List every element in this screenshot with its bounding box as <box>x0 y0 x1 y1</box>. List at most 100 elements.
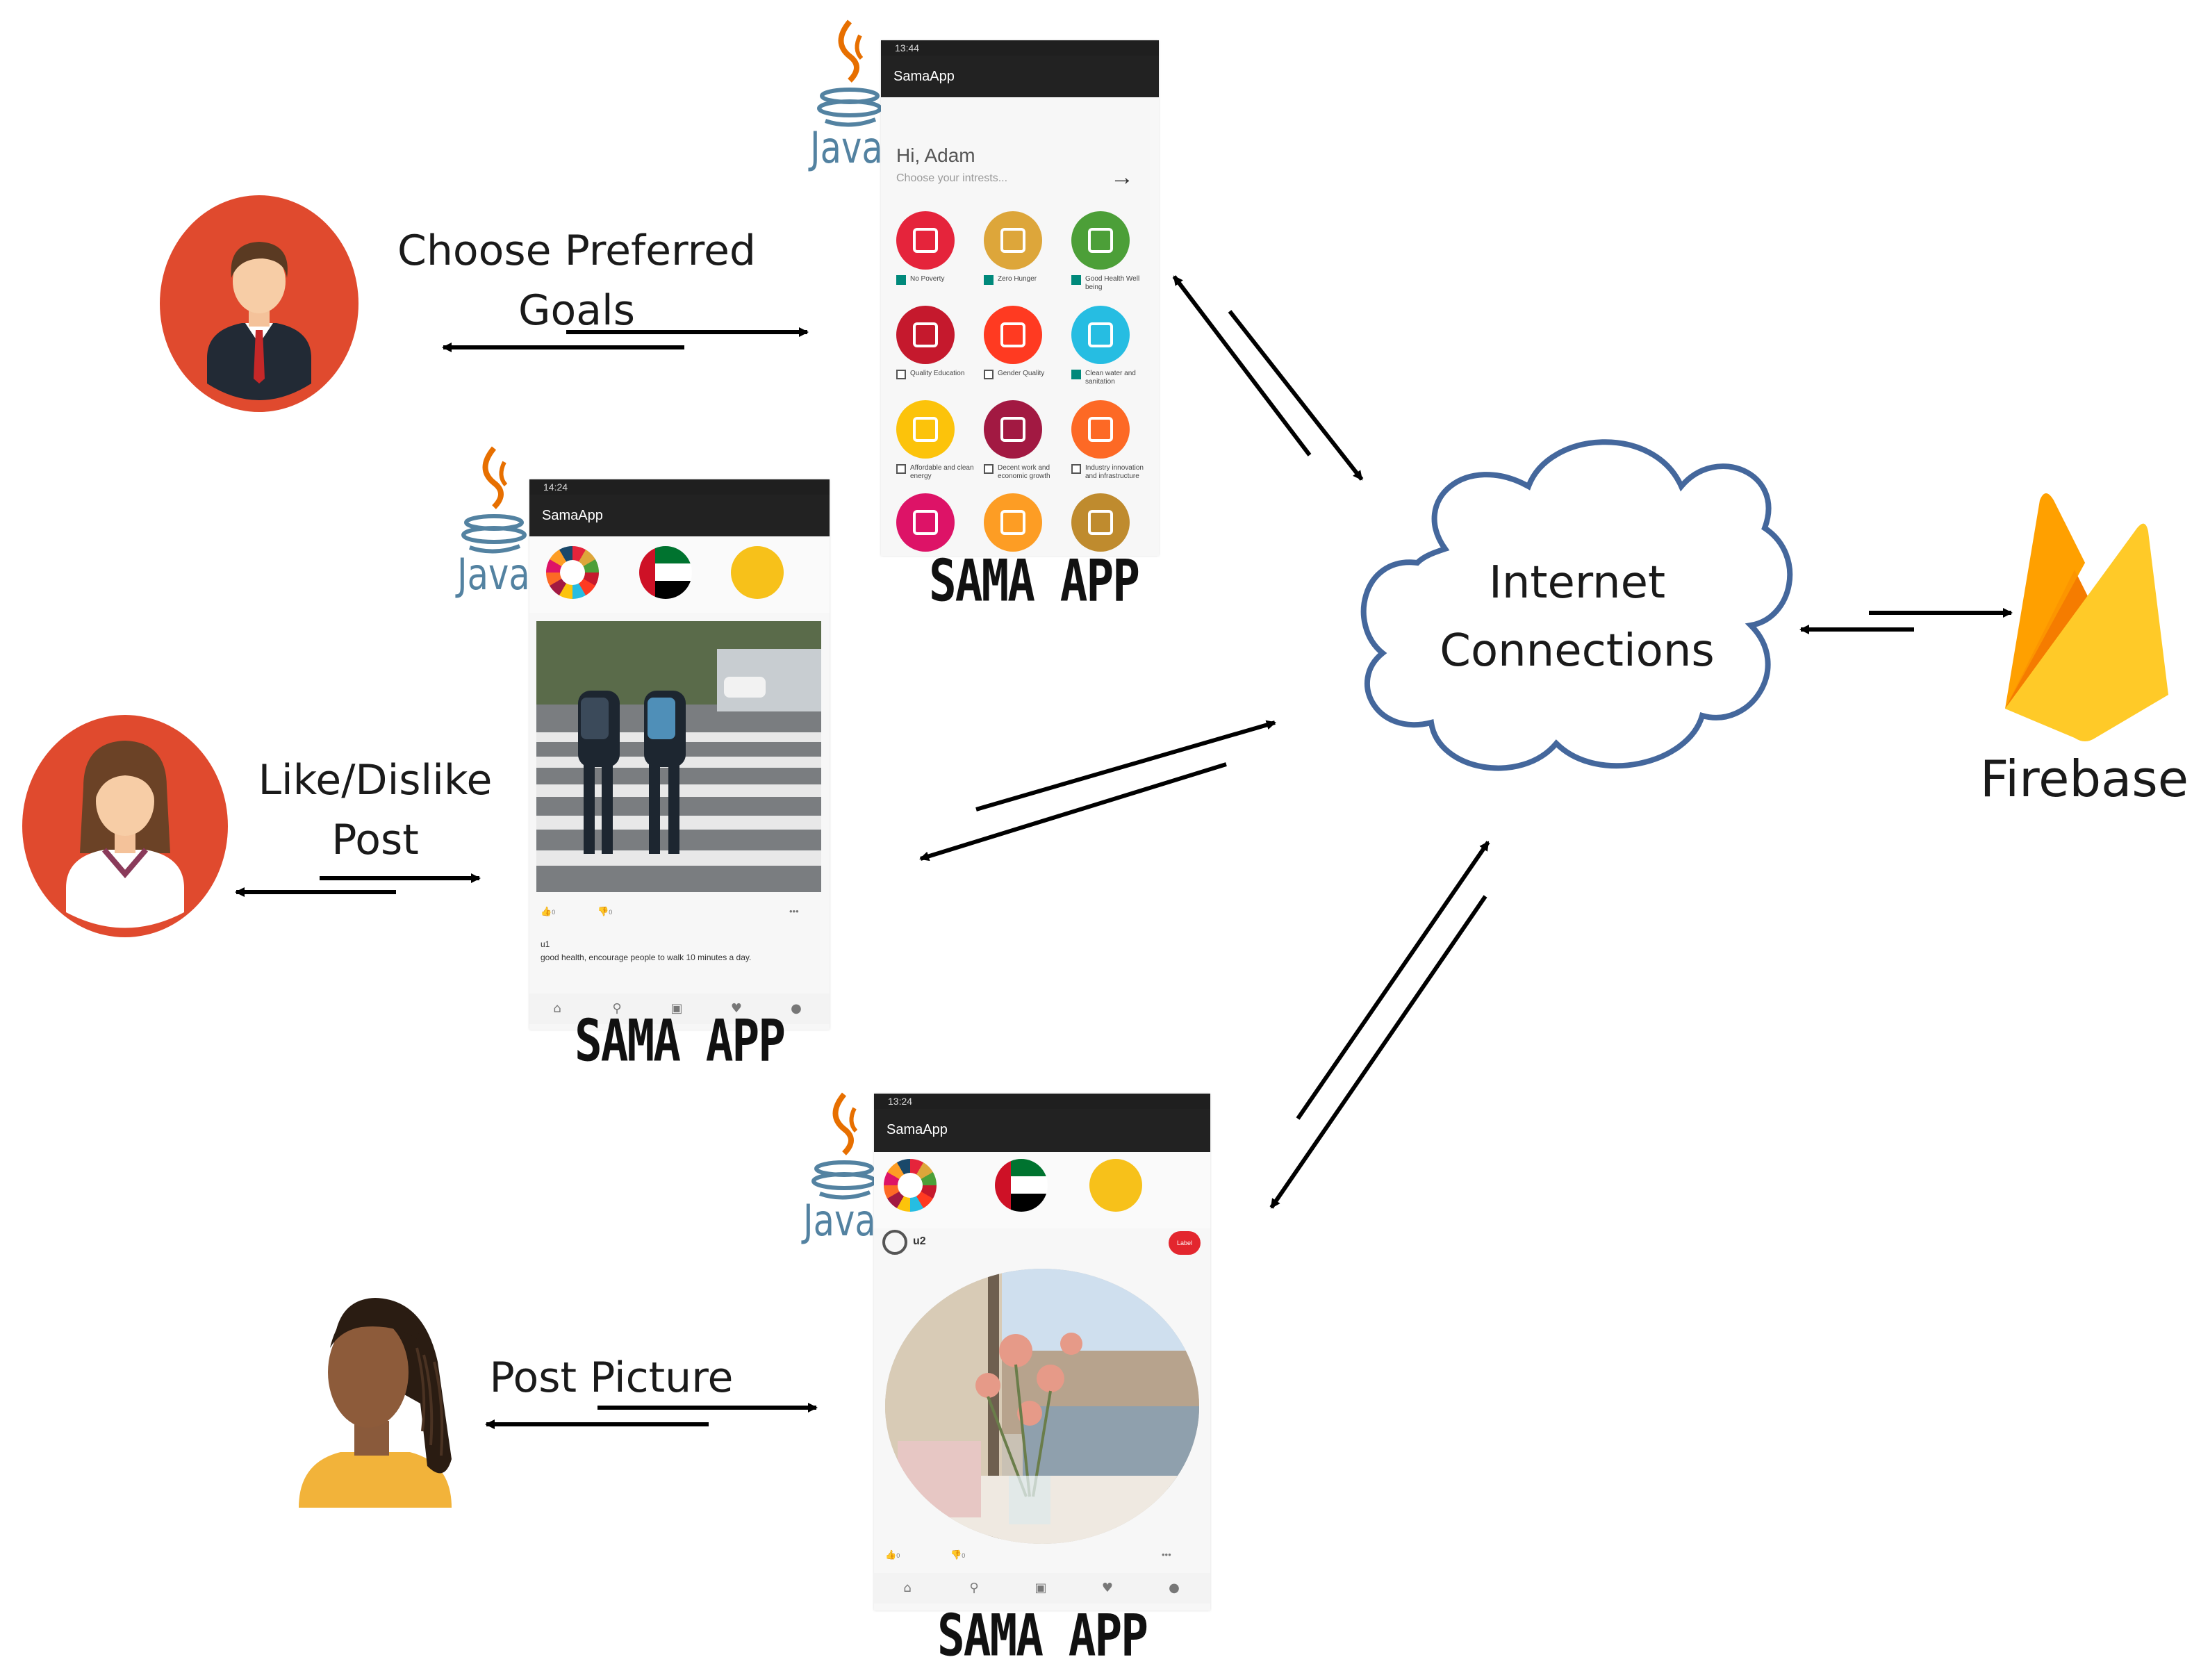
goal-label: Gender Quality <box>998 370 1045 377</box>
ranking-tab-icon[interactable] <box>731 546 784 599</box>
arrow-pair-like <box>235 873 481 897</box>
cloud-shape <box>1360 439 1793 771</box>
arrow-right-icon[interactable]: → <box>1110 164 1134 190</box>
home-icon[interactable]: ⌂ <box>903 1581 912 1595</box>
goal-checkbox[interactable] <box>984 370 994 379</box>
app-toolbar: SamaApp <box>529 495 830 536</box>
goal-checkbox[interactable] <box>984 464 994 474</box>
interest-prompt: Choose your intrests... <box>896 172 1008 184</box>
user-man-avatar <box>160 195 358 412</box>
goal-icon[interactable] <box>1071 211 1130 270</box>
status-bar: 13:44 <box>881 40 1159 56</box>
post-picture-label: Post Picture <box>489 1353 734 1402</box>
phone-goals-screen: 13:44 SamaApp Hi, Adam Choose your intre… <box>881 40 1159 556</box>
cloud-label: Internet Connections <box>1440 557 1715 677</box>
goal-checkbox[interactable] <box>1071 370 1081 379</box>
search-icon[interactable]: ⚲ <box>612 1001 622 1016</box>
more-options-icon[interactable]: ••• <box>789 906 799 916</box>
goal-label: Quality Education <box>910 370 965 377</box>
search-icon[interactable]: ⚲ <box>969 1581 979 1595</box>
goal-glyph <box>913 322 938 347</box>
category-tabs <box>529 536 830 613</box>
app-toolbar: SamaApp <box>874 1109 1210 1152</box>
goal-glyph <box>1000 417 1025 442</box>
greeting: Hi, Adam <box>896 145 975 166</box>
post-badge: Label <box>1169 1231 1201 1255</box>
app-title: SamaApp <box>542 508 603 523</box>
goal-glyph <box>1088 322 1113 347</box>
sama-app-label-picture: SAMA APP <box>937 1602 1148 1670</box>
home-icon[interactable]: ⌂ <box>553 1001 561 1016</box>
post-photo-flowers <box>885 1269 1199 1544</box>
goal-label: Clean water and sanitation <box>1085 370 1136 386</box>
app-toolbar: SamaApp <box>881 56 1159 97</box>
goal-checkbox[interactable] <box>896 275 906 285</box>
like-icon[interactable]: 👍0 <box>541 906 556 916</box>
goal-checkbox[interactable] <box>896 464 906 474</box>
goal-icon[interactable] <box>984 493 1042 552</box>
goal-icon[interactable] <box>896 493 955 552</box>
add-post-icon[interactable]: ▣ <box>670 1001 683 1016</box>
post-username: u2 <box>913 1235 926 1247</box>
goal-glyph <box>1088 417 1113 442</box>
goal-icon[interactable] <box>896 306 955 364</box>
user-avatar-icon <box>882 1230 907 1255</box>
java-logo-goals: Java <box>810 18 888 178</box>
sama-app-label-goals: SAMA APP <box>929 547 1140 615</box>
app-title: SamaApp <box>893 69 955 84</box>
status-bar: 13:24 <box>874 1094 1210 1109</box>
arrow-pair-goals <box>442 327 809 352</box>
goal-label: Good Health Well being <box>1085 275 1140 291</box>
profile-icon[interactable]: ● <box>1169 1581 1180 1595</box>
add-post-icon[interactable]: ▣ <box>1034 1581 1047 1595</box>
goal-glyph <box>1000 510 1025 535</box>
sdg-wheel-tab-icon[interactable] <box>546 546 599 599</box>
post-photo-crosswalk <box>536 621 821 892</box>
goal-glyph <box>913 228 938 253</box>
goal-checkbox[interactable] <box>1071 275 1081 285</box>
goal-glyph <box>913 417 938 442</box>
uae-flag-tab-icon[interactable] <box>995 1159 1048 1212</box>
goal-icon[interactable] <box>1071 493 1130 552</box>
bottom-nav: ⌂ ⚲ ▣ ♥ ● <box>874 1573 1210 1604</box>
profile-icon[interactable]: ● <box>791 1001 802 1016</box>
like-icon[interactable]: 👍0 <box>885 1549 900 1560</box>
goal-icon[interactable] <box>984 211 1042 270</box>
dislike-icon[interactable]: 👎0 <box>950 1549 966 1560</box>
goal-label: Industry innovation and infrastructure <box>1085 464 1144 480</box>
uae-flag-tab-icon[interactable] <box>639 546 692 599</box>
goal-icon[interactable] <box>984 400 1042 459</box>
goal-glyph <box>1088 228 1113 253</box>
goal-checkbox[interactable] <box>896 370 906 379</box>
goal-glyph <box>1000 228 1025 253</box>
java-cup-icon <box>817 19 882 127</box>
choose-goals-label: Choose Preferred Goals <box>397 227 756 335</box>
heart-icon[interactable]: ♥ <box>730 1001 743 1016</box>
ranking-tab-icon[interactable] <box>1089 1159 1142 1212</box>
goal-icon[interactable] <box>1071 306 1130 364</box>
goal-glyph <box>1000 322 1025 347</box>
firebase-label: Firebase <box>1979 750 2189 808</box>
goal-icon[interactable] <box>1071 400 1130 459</box>
goal-label: Affordable and clean energy <box>910 464 974 480</box>
more-options-icon[interactable]: ••• <box>1162 1549 1171 1560</box>
arrow-pair-picture <box>485 1403 818 1429</box>
sdg-wheel-tab-icon[interactable] <box>884 1159 937 1212</box>
goal-icon[interactable] <box>896 211 955 270</box>
heart-icon[interactable]: ♥ <box>1101 1581 1114 1595</box>
java-cup-icon <box>461 446 527 554</box>
app-title: SamaApp <box>887 1122 948 1137</box>
goal-checkbox[interactable] <box>984 275 994 285</box>
goal-icon[interactable] <box>984 306 1042 364</box>
goal-label: Decent work and economic growth <box>998 464 1050 480</box>
phone-picture-screen: 13:24 SamaApp u2 Label 👍0 <box>874 1094 1210 1611</box>
goal-glyph <box>913 510 938 535</box>
user-woman-braids-avatar <box>299 1298 452 1508</box>
dislike-icon[interactable]: 👎0 <box>597 906 613 916</box>
goal-icon[interactable] <box>896 400 955 459</box>
sama-app-label-post: SAMA APP <box>575 1007 786 1075</box>
goal-checkbox[interactable] <box>1071 464 1081 474</box>
user-woman-avatar <box>22 715 228 937</box>
java-cup-icon <box>811 1092 877 1200</box>
